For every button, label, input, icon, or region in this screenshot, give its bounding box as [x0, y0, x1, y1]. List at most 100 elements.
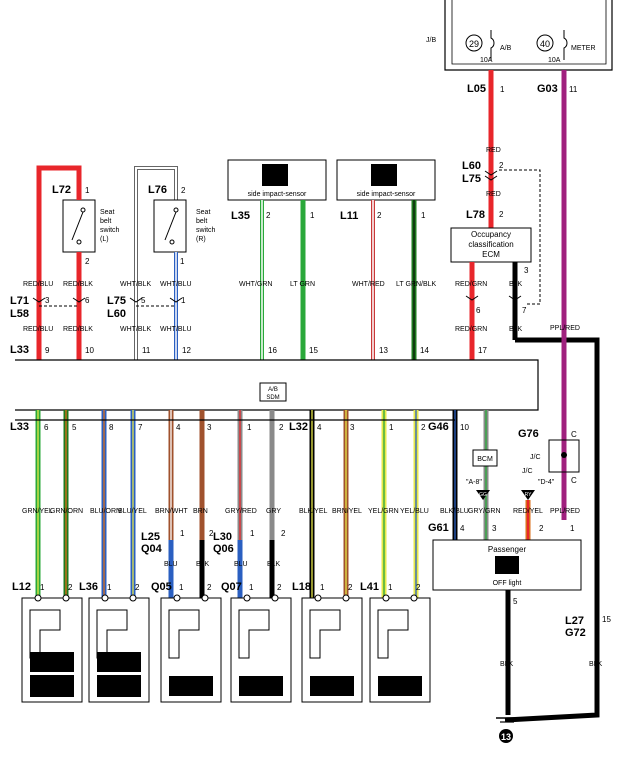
svg-text:3: 3 [492, 524, 497, 533]
wire-label-2: BLU/ORN [90, 508, 121, 515]
svg-text:LT GRN: LT GRN [290, 281, 315, 288]
svg-text:(L): (L) [100, 236, 109, 243]
svg-text:2: 2 [181, 186, 186, 195]
junction-block: J/B 29 10A A/B 40 10A METER [426, 0, 613, 71]
svg-text:5: 5 [513, 597, 518, 606]
svg-text:9: 9 [45, 346, 50, 355]
svg-text:J/C: J/C [530, 454, 541, 461]
occupancy-classification-ecm: Occupancy classification ECM 3 RED/GRN B… [450, 169, 541, 360]
svg-text:L60: L60 [107, 308, 126, 320]
svg-text:C: C [571, 476, 577, 485]
conn-q05: Q05 [151, 581, 172, 593]
svg-text:BLK: BLK [509, 281, 523, 288]
svg-text:RED/BLU: RED/BLU [23, 281, 53, 288]
svg-text:6: 6 [85, 296, 90, 305]
ground-symbol: 13 [496, 717, 518, 743]
svg-text:L75: L75 [107, 295, 126, 307]
svg-text:13: 13 [379, 346, 388, 355]
svg-text:RED/BLK: RED/BLK [63, 326, 93, 333]
svg-text:2: 2 [135, 583, 140, 592]
svg-text:1: 1 [179, 583, 184, 592]
svg-text:G72: G72 [565, 627, 586, 639]
svg-text:WHT/BLK: WHT/BLK [120, 281, 151, 288]
seat-belt-switch-right: L76 2 1 Seat belt switch (R) [134, 166, 216, 360]
svg-text:L35: L35 [231, 210, 250, 222]
svg-text:1: 1 [421, 211, 426, 220]
svg-text:1: 1 [389, 423, 394, 432]
wire-label-7: GRY [266, 508, 281, 515]
svg-text:4: 4 [460, 524, 465, 533]
wire-label-9: BRN/YEL [332, 508, 362, 515]
svg-text:1: 1 [570, 524, 575, 533]
wire-label-15: PPL/RED [550, 508, 580, 515]
svg-text:Seat: Seat [196, 209, 210, 216]
svg-text:switch: switch [100, 227, 120, 234]
svg-text:2: 2 [85, 257, 90, 266]
svg-text:GG: GG [479, 492, 487, 498]
side-impact-sensor-right: side impact-sensor L11 2 1 WHT/RED LT GR… [336, 159, 437, 360]
wire-label-14: RED/YEL [513, 508, 543, 515]
svg-text:G76: G76 [518, 428, 539, 440]
svg-text:3: 3 [350, 423, 355, 432]
svg-text:2: 2 [348, 583, 353, 592]
wire-label-3: BLU/YEL [118, 508, 147, 515]
svg-text:2: 2 [416, 583, 421, 592]
svg-text:4: 4 [317, 423, 322, 432]
svg-text:OFF light: OFF light [493, 580, 522, 587]
svg-text:(R): (R) [196, 236, 206, 243]
svg-text:SDM: SDM [266, 395, 279, 401]
svg-text:16: 16 [268, 346, 277, 355]
svg-text:1: 1 [107, 583, 112, 592]
svg-text:Q04: Q04 [141, 543, 163, 555]
svg-text:Occupancy: Occupancy [471, 230, 511, 239]
svg-text:2: 2 [279, 423, 284, 432]
fuse2-amp: 10A [548, 57, 561, 64]
svg-text:L60: L60 [462, 160, 481, 172]
svg-text:RED/BLU: RED/BLU [23, 326, 53, 333]
wire-label-10: YEL/GRN [368, 508, 399, 515]
seat-occupant-icon [97, 675, 141, 697]
svg-text:Seat: Seat [100, 209, 114, 216]
svg-text:11: 11 [569, 85, 578, 94]
svg-text:belt: belt [100, 218, 111, 225]
svg-text:BLU: BLU [164, 561, 178, 568]
curtain-airbag-icon [378, 676, 422, 696]
side-impact-sensor-left: side impact-sensor L35 2 1 WHT/GRN LT GR… [227, 159, 327, 360]
bottom-wires [35, 410, 531, 598]
svg-text:L25: L25 [141, 531, 160, 543]
svg-text:10: 10 [85, 346, 94, 355]
svg-text:8: 8 [109, 423, 114, 432]
svg-text:C: C [571, 430, 577, 439]
svg-text:15: 15 [309, 346, 318, 355]
svg-text:RED: RED [486, 147, 501, 154]
svg-text:WHT/GRN: WHT/GRN [239, 281, 272, 288]
svg-text:2: 2 [539, 524, 544, 533]
svg-text:BLK: BLK [267, 561, 281, 568]
svg-text:14: 14 [420, 346, 429, 355]
conn-g03: G03 [537, 83, 558, 95]
svg-text:BLK: BLK [196, 561, 210, 568]
svg-text:1: 1 [388, 583, 393, 592]
airbag-module-5: L41 1 2 [360, 581, 431, 703]
seat-belt-switch-left: L72 1 2 Seat belt switch (L) [36, 165, 120, 360]
svg-text:3: 3 [207, 423, 212, 432]
svg-text:3: 3 [524, 266, 529, 275]
svg-text:L11: L11 [340, 210, 358, 222]
seat-occupant-icon [30, 675, 74, 697]
conn-l18: L18 [292, 581, 311, 593]
svg-text:L27: L27 [565, 615, 584, 627]
svg-text:2: 2 [266, 211, 271, 220]
svg-text:L58: L58 [10, 308, 29, 320]
svg-text:RY: RY [525, 492, 533, 498]
svg-text:2: 2 [499, 210, 504, 219]
svg-text:3: 3 [45, 296, 50, 305]
svg-text:"A-8": "A-8" [466, 479, 482, 486]
svg-text:5: 5 [141, 296, 146, 305]
conn-l41: L41 [360, 581, 379, 593]
wire-label-11: YEL/BLU [400, 508, 429, 515]
svg-text:15: 15 [602, 615, 611, 624]
svg-text:switch: switch [196, 227, 216, 234]
